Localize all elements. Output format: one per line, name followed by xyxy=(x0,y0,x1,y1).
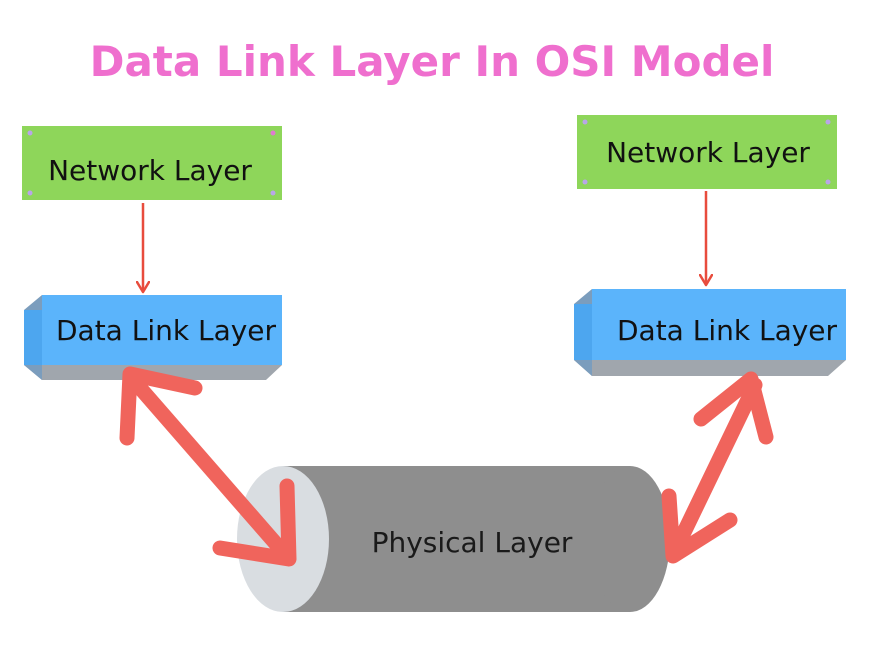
diagram-title: Data Link Layer In OSI Model xyxy=(90,37,775,86)
left-data-link-layer-label: Data Link Layer xyxy=(56,314,277,347)
left-network-layer-box: Network Layer xyxy=(22,126,282,200)
physical-layer-cylinder: Physical Layer xyxy=(237,466,670,612)
left-bidirectional-arrow xyxy=(119,366,297,567)
right-bidirectional-arrow xyxy=(661,371,774,564)
right-network-layer-box: Network Layer xyxy=(577,115,837,189)
right-data-link-layer-label: Data Link Layer xyxy=(617,314,838,347)
right-data-link-layer-box: Data Link Layer xyxy=(574,289,846,376)
left-network-layer-label: Network Layer xyxy=(48,154,252,187)
left-data-link-layer-box: Data Link Layer xyxy=(24,295,282,380)
physical-layer-label: Physical Layer xyxy=(372,526,573,559)
right-network-layer-label: Network Layer xyxy=(606,136,810,169)
